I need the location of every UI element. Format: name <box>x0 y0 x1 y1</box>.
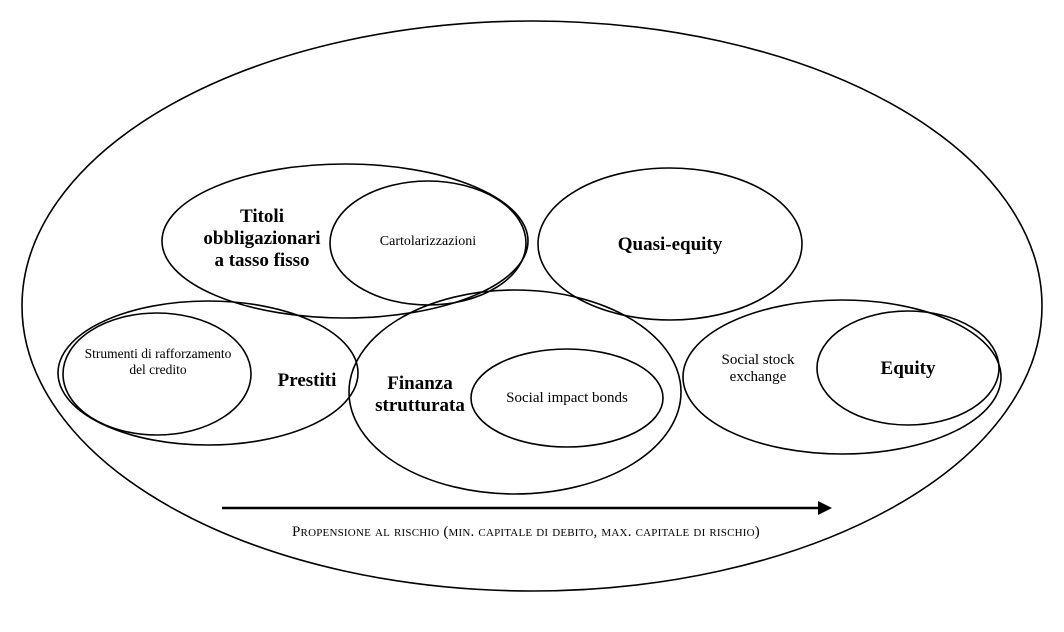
equity-inner-ellipse <box>816 310 1000 426</box>
finanza-ellipse <box>348 289 682 495</box>
social-impact-bonds-label: Social impact bonds <box>506 390 628 406</box>
quasi-equity-label: Quasi-equity <box>617 234 723 255</box>
strumenti-label: Strumenti di rafforzamento del credito <box>84 346 232 377</box>
prestiti-ellipse <box>57 300 359 446</box>
cartolarizzazioni-label: Cartolarizzazioni <box>379 234 477 249</box>
titoli-ellipse <box>161 163 529 319</box>
titoli-label: Titoli obbligazionari a tasso fisso <box>203 206 321 271</box>
axis-caption: Propensione al rischio (min. capitale di… <box>292 524 760 540</box>
quasi-equity-ellipse <box>537 167 803 321</box>
outer-ellipse <box>21 20 1043 592</box>
strumenti-ellipse <box>62 312 252 436</box>
risk-arrow-head <box>818 501 832 515</box>
finanza-label: Finanza strutturata <box>375 373 465 416</box>
social-stock-exchange-label: Social stock exchange <box>721 352 795 386</box>
social-impact-bonds-ellipse <box>470 348 664 448</box>
prestiti-label: Prestiti <box>277 370 337 391</box>
social-stock-exchange-ellipse <box>682 299 1002 455</box>
equity-label: Equity <box>880 358 936 379</box>
